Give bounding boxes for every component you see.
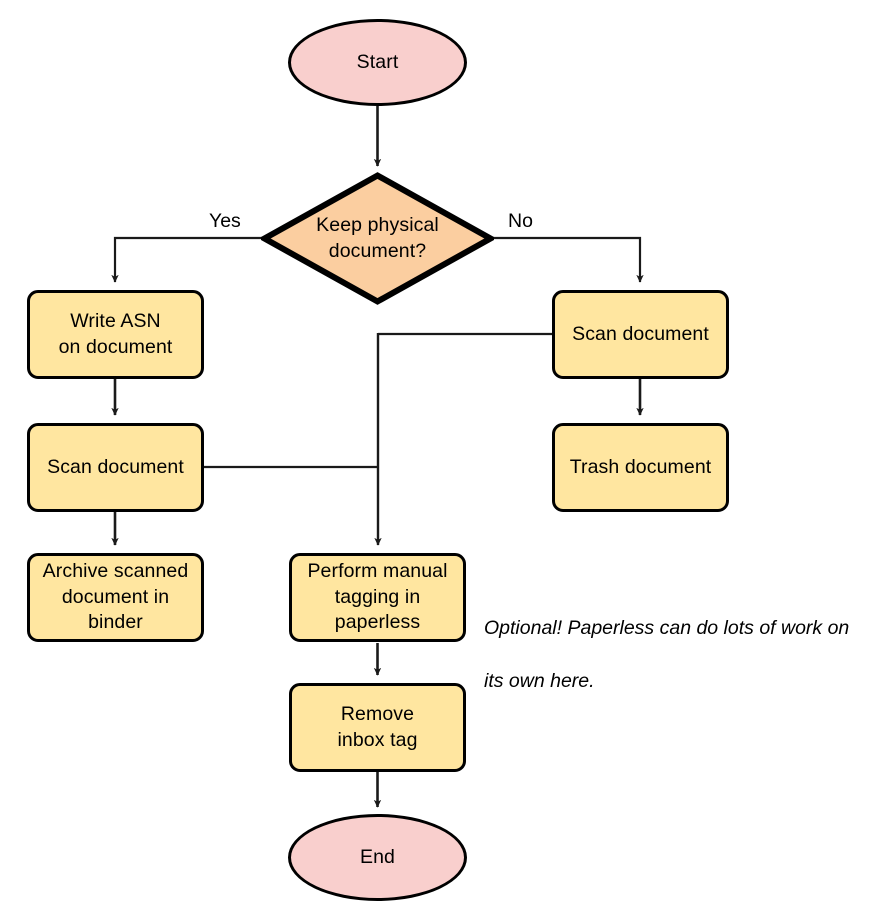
node-archive-label: Archive scanned document in binder	[43, 559, 189, 636]
node-perform-manual-tagging[interactable]: Perform manual tagging in paperless	[289, 553, 466, 642]
edge-decision-yes-to-write-asn	[111, 236, 262, 283]
edge-label-no: No	[508, 210, 533, 232]
node-tagging-label-line1: Perform manual	[307, 559, 448, 582]
node-write-asn[interactable]: Write ASN on document	[27, 290, 204, 379]
node-archive-scanned-document[interactable]: Archive scanned document in binder	[27, 553, 204, 642]
annotation-optional-note-line1: Optional! Paperless can do lots of work …	[484, 617, 850, 640]
node-archive-label-line3: binder	[88, 611, 143, 634]
node-remove-tag-label-line1: Remove	[340, 702, 415, 725]
annotation-optional-note-line2: its own here.	[484, 669, 595, 692]
edge-label-yes: Yes	[209, 210, 241, 232]
node-decision-label: Keep physical document?	[261, 213, 494, 264]
node-scan-document-left[interactable]: Scan document	[27, 423, 204, 512]
node-end-label: End	[360, 845, 395, 868]
node-decision-label-line1: Keep physical	[316, 213, 439, 236]
node-remove-tag-label-line2: inbox tag	[337, 728, 418, 751]
node-decision-keep-physical-document[interactable]: Keep physical document?	[261, 172, 494, 305]
diamond-shape-icon	[261, 172, 494, 305]
node-tagging-label-line2: tagging in	[334, 585, 421, 608]
node-scan-document-right-label: Scan document	[572, 322, 709, 345]
node-decision-label-line2: document?	[328, 239, 427, 262]
node-scan-document-right[interactable]: Scan document	[552, 290, 729, 379]
node-write-asn-label-line1: Write ASN	[70, 309, 161, 332]
node-archive-label-line2: document in	[61, 585, 170, 608]
node-start[interactable]: Start	[288, 19, 467, 106]
node-write-asn-label-line2: on document	[58, 335, 173, 358]
node-start-label: Start	[356, 50, 399, 73]
node-scan-document-left-label: Scan document	[47, 455, 184, 478]
edge-decision-no-to-scan-right	[493, 236, 644, 283]
node-remove-inbox-tag[interactable]: Remove inbox tag	[289, 683, 466, 772]
annotation-optional-note: Optional! Paperless can do lots of work …	[484, 589, 884, 721]
node-trash-document[interactable]: Trash document	[552, 423, 729, 512]
node-end[interactable]: End	[288, 814, 467, 901]
node-remove-tag-label: Remove inbox tag	[337, 702, 417, 753]
node-write-asn-label: Write ASN on document	[59, 309, 173, 360]
node-tagging-label: Perform manual tagging in paperless	[307, 559, 447, 636]
node-tagging-label-line3: paperless	[334, 611, 421, 634]
node-trash-document-label: Trash document	[569, 455, 712, 478]
node-archive-label-line1: Archive scanned	[42, 559, 189, 582]
